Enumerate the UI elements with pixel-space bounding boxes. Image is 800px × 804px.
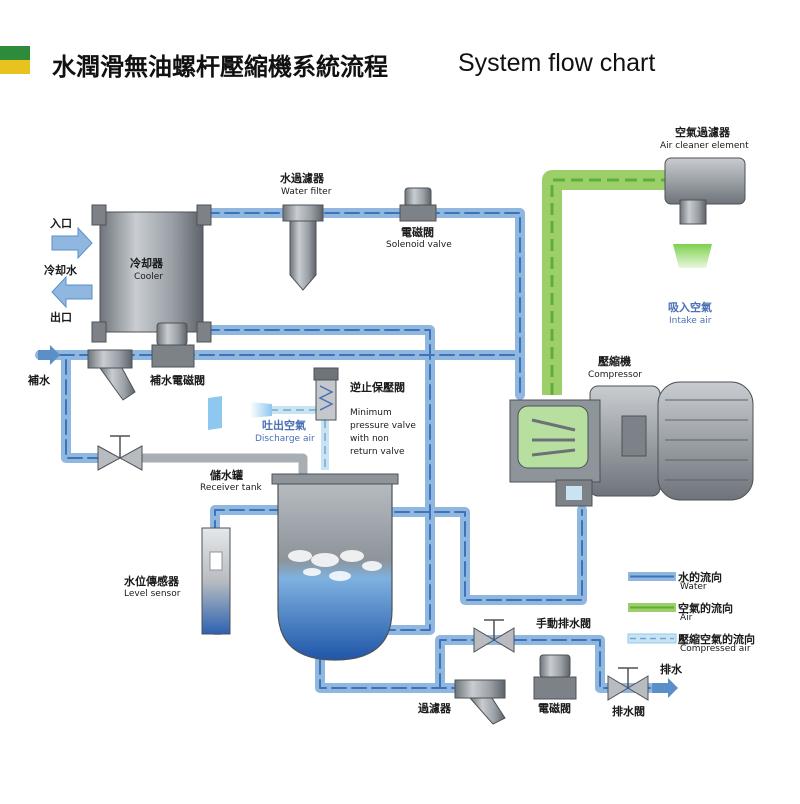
legend-label-zh: 水的流向	[678, 571, 722, 584]
inlet-arrow	[51, 226, 93, 260]
compressor-label-zh: 壓縮機	[598, 355, 631, 368]
min-pressure-label-zh: 逆止保壓閥	[350, 381, 405, 394]
drain-valve	[607, 667, 649, 701]
outlet-label: 出口	[50, 311, 72, 324]
intake-air-label-zh: 吸入空氣	[668, 301, 712, 314]
manual-drain-label: 手動排水閥	[536, 617, 591, 630]
makeup-arrow	[38, 345, 60, 365]
manual-drain-valve	[473, 619, 515, 653]
outlet-arrow	[51, 275, 93, 309]
inlet-label: 入口	[50, 217, 72, 230]
solenoid-label-zh: 電磁閥	[401, 226, 434, 239]
water-filter-label-en: Water filter	[281, 187, 332, 197]
legend-label-zh: 壓縮空氣的流向	[678, 633, 755, 646]
legend-label-en: Compressed air	[680, 644, 751, 654]
discharge-air-cloud	[250, 402, 272, 418]
discharge-air-label-zh: 吐出空氣	[262, 419, 306, 432]
makeup-solenoid-label: 補水電磁閥	[150, 374, 205, 387]
makeup-solenoid-valve	[151, 322, 195, 368]
title-bar-green	[0, 46, 30, 60]
page-title-en: System flow chart	[458, 49, 656, 77]
cooling-water-label: 冷却水	[44, 264, 77, 277]
water-filter-label-zh: 水過濾器	[280, 172, 324, 185]
intake-air-cloud	[673, 244, 712, 268]
intake-air-label-en: Intake air	[669, 316, 712, 326]
makeup-strainer	[87, 349, 136, 401]
water-filter	[282, 204, 324, 291]
bottom-solenoid-label: 電磁閥	[538, 702, 571, 715]
bottom-filter	[454, 679, 506, 725]
drain-label: 排水	[660, 663, 682, 676]
cooler	[91, 204, 212, 343]
level-sensor-label-en: Level sensor	[124, 589, 181, 599]
minimum-pressure-valve	[313, 367, 339, 421]
min-pressure-label-en2: pressure valve	[350, 421, 416, 431]
air-cleaner	[664, 157, 746, 268]
min-pressure-label-en3: with non	[350, 434, 389, 444]
level-sensor-label-zh: 水位傳感器	[124, 575, 179, 588]
drain-valve-label: 排水閥	[612, 705, 645, 718]
receiver-tank	[271, 473, 399, 661]
receiver-label-en: Receiver tank	[200, 483, 262, 493]
page-title-zh: 水潤滑無油螺杆壓縮機系統流程	[52, 53, 388, 81]
makeup-label: 補水	[28, 374, 50, 387]
air-cleaner-label-en: Air cleaner element	[660, 141, 749, 151]
receiver-label-zh: 儲水罐	[210, 469, 243, 482]
cooler-label-zh: 冷却器	[130, 257, 163, 270]
legend-label-en: Water	[680, 582, 707, 592]
discharge-air-block	[208, 396, 222, 430]
compressor	[509, 381, 754, 507]
level-sensor	[201, 527, 231, 635]
solenoid-label-en: Solenoid valve	[386, 240, 452, 250]
filter-label: 過濾器	[418, 702, 451, 715]
air-pipe	[542, 170, 665, 395]
solenoid-valve	[399, 187, 437, 222]
drain-arrow	[652, 678, 678, 698]
legend-label-zh: 空氣的流向	[678, 602, 733, 615]
makeup-ball-valve	[97, 435, 143, 471]
title-bar-yellow	[0, 60, 30, 74]
legend-swatches	[627, 572, 677, 644]
cooler-label-en: Cooler	[134, 272, 164, 282]
receiver-return-pipe	[140, 453, 308, 478]
legend-label-en: Air	[680, 613, 693, 623]
min-pressure-label-en1: Minimum	[350, 408, 392, 418]
compressor-label-en: Compressor	[588, 370, 642, 380]
air-cleaner-label-zh: 空氣過濾器	[675, 126, 730, 139]
bottom-solenoid-valve	[533, 654, 577, 700]
min-pressure-label-en4: return valve	[350, 447, 405, 457]
discharge-air-label-en: Discharge air	[255, 434, 315, 444]
